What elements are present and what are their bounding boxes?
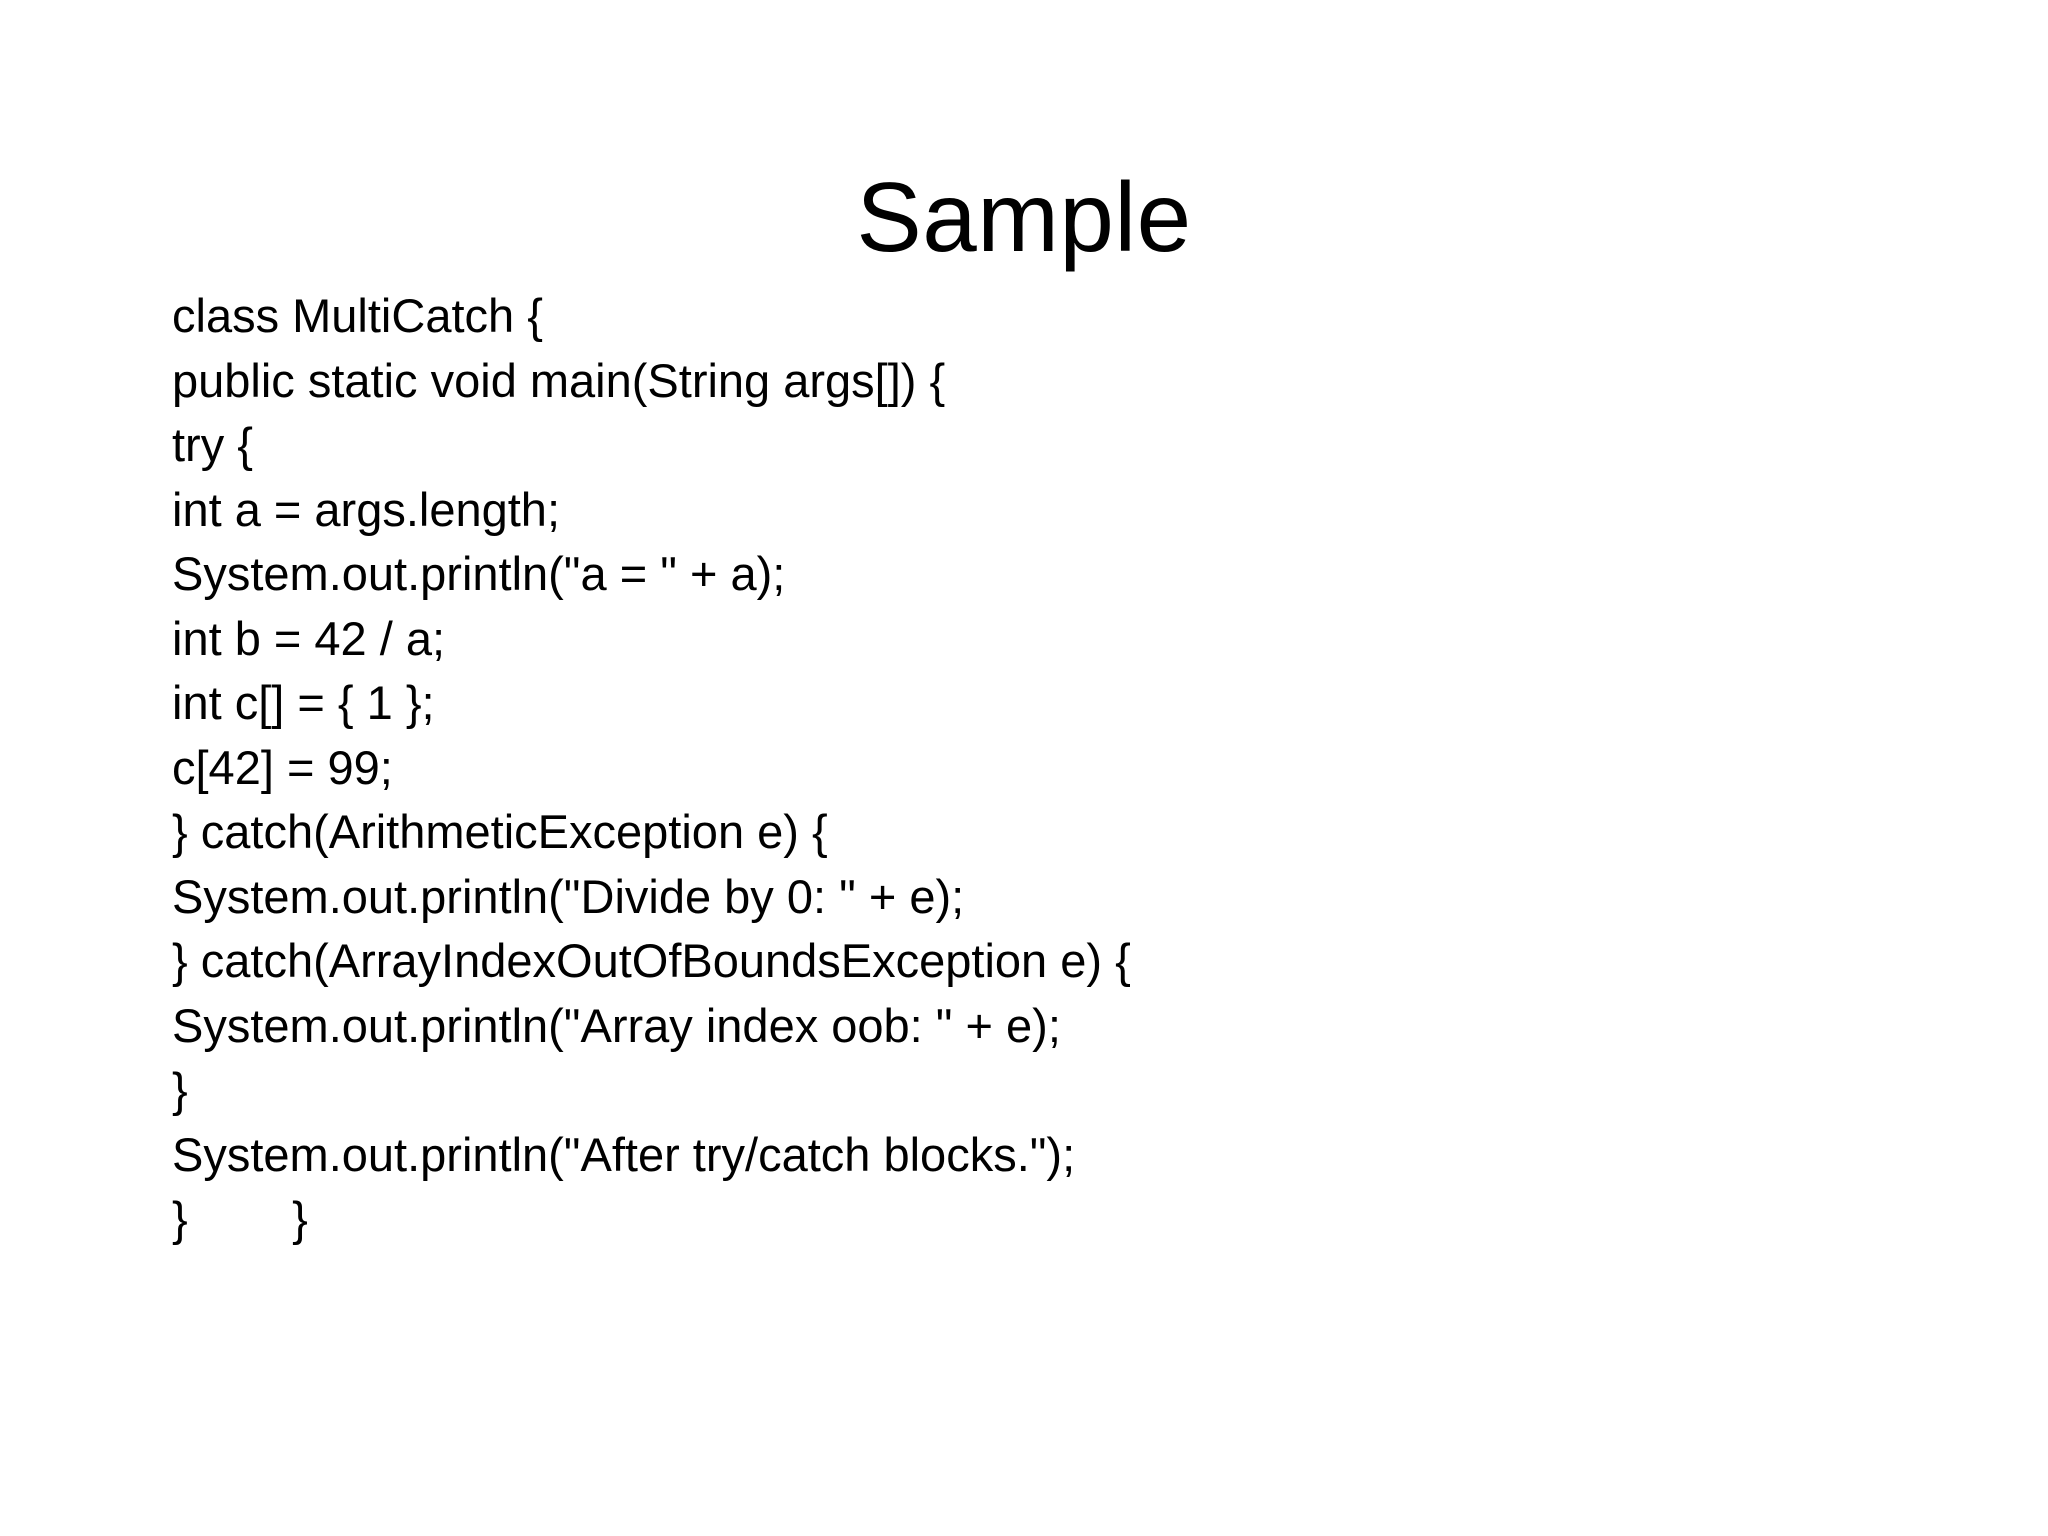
code-line: }: [172, 1063, 188, 1116]
code-line: System.out.println("Array index oob: " +…: [172, 998, 1061, 1052]
code-line: int a = args.length;: [172, 482, 561, 536]
code-line: int b = 42 / a;: [172, 611, 446, 665]
code-line: c[42] = 99;: [172, 740, 393, 794]
code-line: System.out.println("After try/catch bloc…: [172, 1127, 1076, 1181]
code-line: } catch(ArithmeticException e) {: [172, 805, 828, 858]
code-line: System.out.println("a = " + a);: [172, 547, 786, 600]
page-title: Sample: [856, 161, 1192, 272]
code-line: } }: [172, 1192, 308, 1245]
code-line: int c[] = { 1 };: [172, 676, 435, 729]
code-block: class MultiCatch { public static void ma…: [172, 284, 1972, 1252]
code-line: System.out.println("Divide by 0: " + e);: [172, 869, 965, 923]
code-line: public static void main(String args[]) {: [172, 353, 946, 407]
code-line: class MultiCatch {: [172, 289, 543, 342]
code-line: } catch(ArrayIndexOutOfBoundsException e…: [172, 934, 1131, 987]
code-line: try {: [172, 418, 253, 471]
